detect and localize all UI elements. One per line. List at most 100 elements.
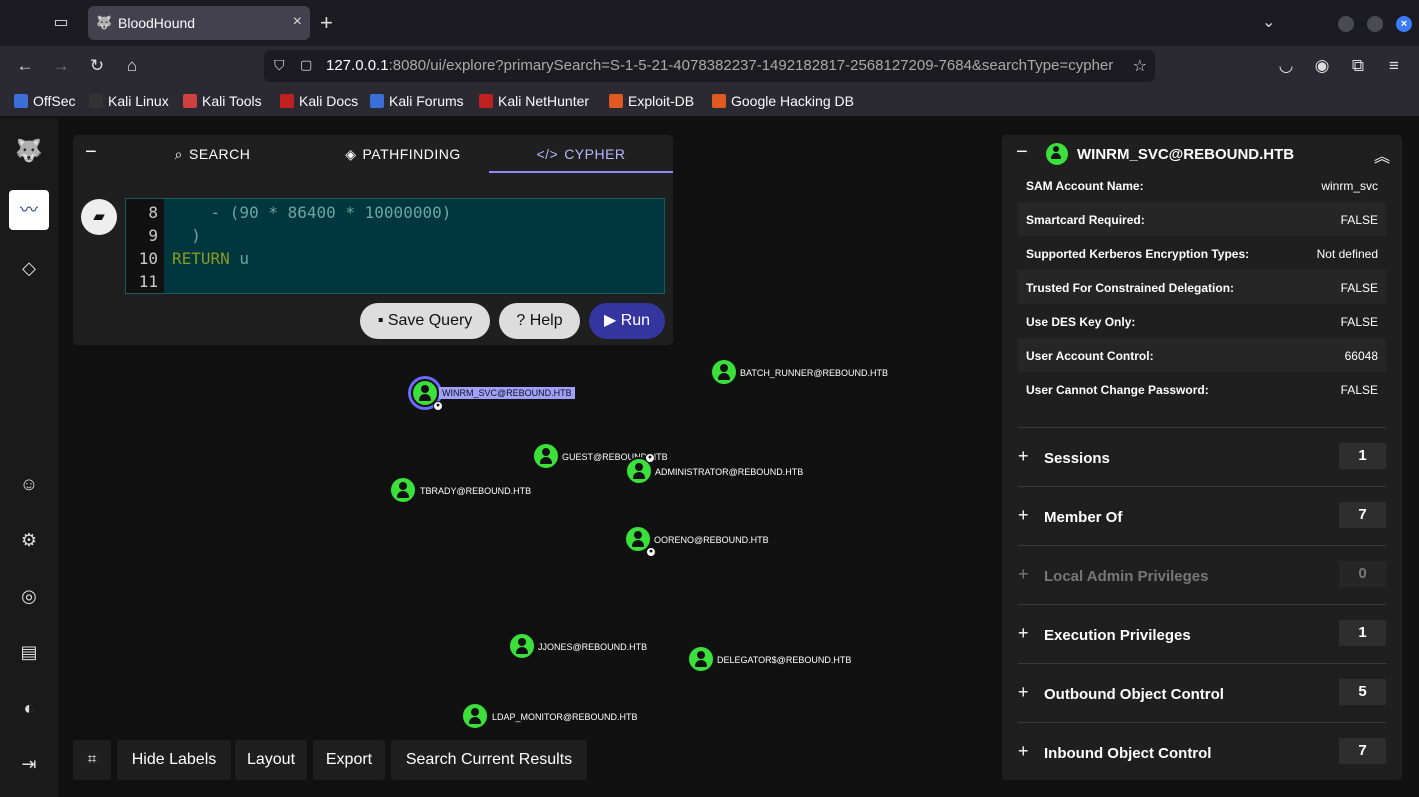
- graph-node[interactable]: [532, 442, 560, 470]
- bookmark-exploit-db[interactable]: Exploit-DB: [609, 93, 694, 109]
- bookmark-kali-linux[interactable]: Kali Linux: [89, 93, 169, 109]
- kali-forums-icon: [370, 94, 384, 108]
- bookmark-kali-forums[interactable]: Kali Forums: [370, 93, 464, 109]
- extensions-icon[interactable]: ⧉: [1351, 56, 1365, 75]
- crop-fit-icon[interactable]: ⌗: [73, 740, 111, 780]
- code-line: - (90 * 86400 * 10000000): [172, 203, 452, 222]
- bookmark-kali-docs[interactable]: Kali Docs: [280, 93, 358, 109]
- graph-node[interactable]: [461, 702, 489, 730]
- hide-labels-button[interactable]: Hide Labels: [117, 740, 231, 780]
- graph-canvas[interactable]: − ⌕SEARCH ◈PATHFINDING </>CYPHER ▰ 8 9 1…: [58, 118, 1419, 797]
- explore-graph-icon[interactable]: 〰: [9, 190, 49, 230]
- graph-node[interactable]: ●: [625, 453, 655, 485]
- node-label: JJONES@REBOUND.HTB: [538, 642, 648, 652]
- cypher-editor[interactable]: 8 9 10 11 - (90 * 86400 * 10000000) ) RE…: [125, 198, 665, 294]
- tab-title: BloodHound: [118, 15, 196, 31]
- help-button[interactable]: ? Help: [499, 303, 580, 339]
- minimize-window-button[interactable]: [1338, 16, 1354, 32]
- bookmark-kali-nethunter[interactable]: Kali NetHunter: [479, 93, 589, 109]
- user-icon: [1046, 143, 1068, 165]
- browser-nav-bar: ← → ↻ ⌂ ⛉ ▢ 127.0.0.1:8080/ui/explore?pr…: [0, 46, 1419, 86]
- left-sidebar: 🐺 〰 ◇ ☺ ⚙ ◎ ▤ ◐ ⇥: [0, 118, 58, 797]
- reload-icon[interactable]: ↻: [89, 56, 105, 75]
- home-icon[interactable]: ⌂: [126, 56, 138, 75]
- count-badge: 0: [1339, 561, 1386, 587]
- url-bar[interactable]: ⛉ ▢ 127.0.0.1:8080/ui/explore?primarySea…: [264, 50, 1155, 82]
- account-icon[interactable]: ◉: [1314, 56, 1330, 75]
- maximize-window-button[interactable]: [1367, 16, 1383, 32]
- save-query-button[interactable]: ▪ Save Query: [360, 303, 490, 339]
- plus-icon: +: [1018, 741, 1029, 761]
- tab-search[interactable]: ⌕SEARCH: [174, 146, 251, 162]
- plus-icon: +: [1018, 682, 1029, 702]
- dark-mode-toggle-icon[interactable]: ◐: [23, 698, 35, 718]
- offsec-icon: [14, 94, 28, 108]
- node-label: WINRM_SVC@REBOUND.HTB: [439, 387, 575, 399]
- plus-icon: +: [1018, 564, 1029, 584]
- tab-list-chevron-icon[interactable]: ⌄: [1262, 14, 1276, 31]
- count-badge: 1: [1339, 620, 1386, 646]
- forward-arrow-icon[interactable]: →: [52, 56, 70, 75]
- tab-overview-icon[interactable]: ▭: [53, 14, 69, 31]
- node-label: OORENO@REBOUND.HTB: [654, 535, 769, 545]
- line-number: 9: [148, 226, 158, 245]
- bookmark-offsec[interactable]: OffSec: [14, 93, 76, 109]
- user-profile-icon[interactable]: ☺: [19, 474, 39, 494]
- browser-tab-bar: ▭ 🐺 BloodHound × + ⌄ ×: [0, 0, 1419, 46]
- user-icon: [632, 531, 644, 547]
- close-tab-icon[interactable]: ×: [292, 13, 302, 30]
- tab-pathfinding[interactable]: ◈PATHFINDING: [345, 146, 461, 162]
- user-settings-icon[interactable]: ⚙: [20, 530, 38, 550]
- layout-button[interactable]: Layout: [235, 740, 307, 780]
- chevrons-up-icon[interactable]: ︽: [1373, 149, 1390, 166]
- line-number: 8: [148, 203, 158, 222]
- graph-node[interactable]: [710, 358, 738, 386]
- plus-icon: +: [1018, 446, 1029, 466]
- play-icon: ▶: [603, 312, 621, 329]
- route-diamond-icon: ◈: [345, 146, 357, 162]
- bookmark-google-hacking-db[interactable]: Google Hacking DB: [712, 93, 854, 109]
- group-management-gem-icon[interactable]: ◇: [22, 258, 36, 278]
- line-number-gutter: 8 9 10 11: [126, 199, 164, 293]
- pocket-icon[interactable]: ◡: [1278, 56, 1294, 75]
- entity-info-panel: − WINRM_SVC@REBOUND.HTB ︽ SAM Account Na…: [1002, 135, 1402, 780]
- close-window-button[interactable]: ×: [1396, 16, 1412, 32]
- node-badge-icon: ●: [646, 547, 656, 557]
- graph-node[interactable]: ●: [624, 525, 656, 557]
- collapse-panel-icon[interactable]: −: [85, 141, 97, 163]
- save-disk-icon: ▪: [377, 312, 388, 329]
- file-search-icon[interactable]: ▤: [20, 642, 38, 662]
- search-current-results-button[interactable]: Search Current Results: [391, 740, 587, 780]
- ghdb-icon: [712, 94, 726, 108]
- graph-node[interactable]: [508, 632, 536, 660]
- export-button[interactable]: Export: [313, 740, 385, 780]
- property-row: Smartcard Required:FALSE: [1018, 202, 1386, 236]
- new-tab-button[interactable]: +: [320, 10, 333, 35]
- question-icon: ?: [516, 312, 530, 329]
- compass-icon[interactable]: ◎: [21, 586, 37, 606]
- bookmark-star-icon[interactable]: ☆: [1132, 58, 1147, 75]
- saved-queries-folder-icon[interactable]: ▰: [81, 199, 117, 235]
- menu-icon[interactable]: ≡: [1389, 56, 1399, 75]
- graph-node[interactable]: ●: [411, 379, 443, 411]
- browser-tab[interactable]: 🐺 BloodHound ×: [88, 6, 310, 40]
- collapse-entity-icon[interactable]: −: [1016, 141, 1028, 163]
- node-label: GUEST@REBOUND.HTB: [562, 452, 668, 462]
- shield-icon[interactable]: ⛉: [274, 57, 285, 73]
- bookmark-kali-tools[interactable]: Kali Tools: [183, 93, 262, 109]
- logout-icon[interactable]: ⇥: [21, 754, 37, 774]
- back-arrow-icon[interactable]: ←: [16, 56, 34, 75]
- graph-node[interactable]: [687, 645, 715, 673]
- property-row: Use DES Key Only:FALSE: [1026, 315, 1378, 329]
- url-text[interactable]: 127.0.0.1:8080/ui/explore?primarySearch=…: [326, 57, 1114, 74]
- graph-node[interactable]: [389, 476, 417, 504]
- page-info-icon[interactable]: ▢: [300, 57, 313, 72]
- tab-cypher[interactable]: </>CYPHER: [489, 135, 673, 173]
- run-button[interactable]: ▶ Run: [589, 303, 665, 339]
- user-icon: [397, 482, 409, 498]
